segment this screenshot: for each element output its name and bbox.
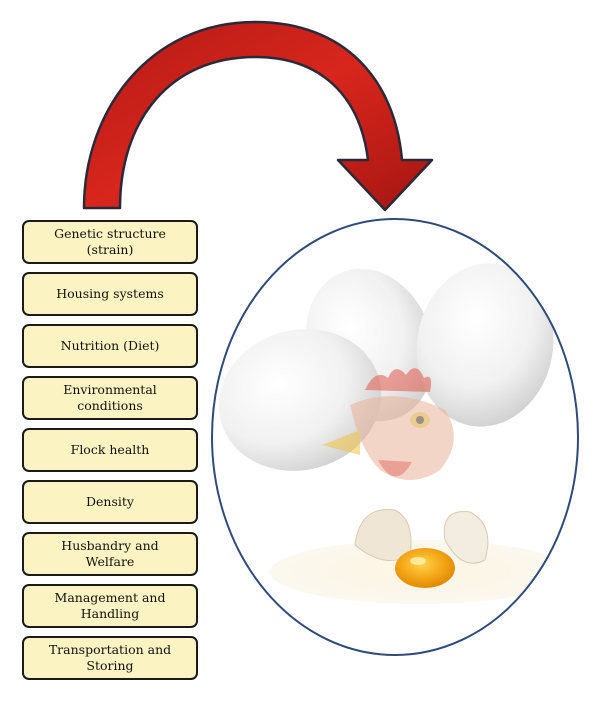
factor-box-flock-health: Flock health: [22, 428, 198, 472]
factor-box-nutrition: Nutrition (Diet): [22, 324, 198, 368]
factor-box-genetic-structure: Genetic structure (strain): [22, 220, 198, 264]
egg-right: [416, 263, 554, 427]
broken-shell-left: [354, 508, 412, 562]
factor-box-transportation-storing: Transportation and Storing: [22, 636, 198, 680]
factor-box-housing-systems: Housing systems: [22, 272, 198, 316]
broken-shell-right: [443, 511, 489, 564]
hen-head: [322, 368, 454, 480]
factor-box-environmental-conditions: Environmental conditions: [22, 376, 198, 420]
illustration-oval: [211, 218, 579, 656]
factor-box-husbandry-welfare: Husbandry and Welfare: [22, 532, 198, 576]
egg-yolk: [395, 548, 455, 588]
factor-box-management-handling: Management and Handling: [22, 584, 198, 628]
curved-arrow: [82, 20, 434, 212]
factor-box-density: Density: [22, 480, 198, 524]
egg-front: [218, 329, 382, 471]
egg-illustration: [211, 218, 579, 656]
